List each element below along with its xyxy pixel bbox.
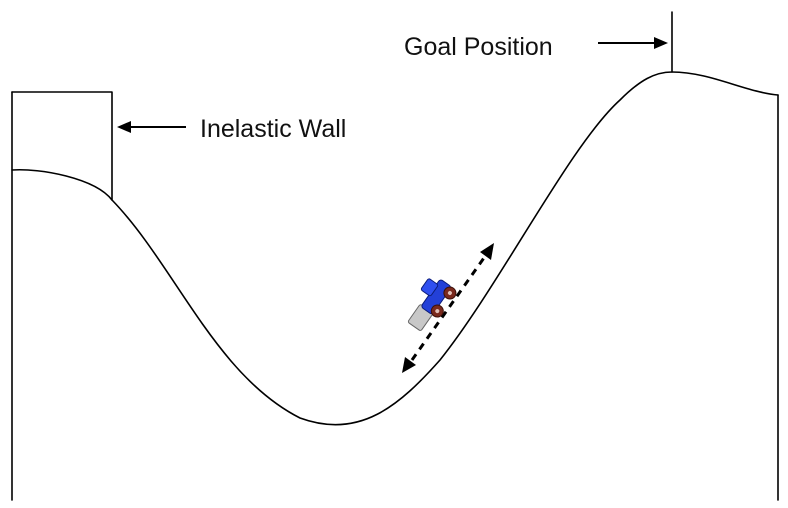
inelastic-wall-label: Inelastic Wall <box>200 115 346 143</box>
goal-position-arrowhead <box>654 37 668 49</box>
car-rear-hub <box>435 309 440 314</box>
motion-arrowhead-down <box>402 357 416 373</box>
goal-position-label: Goal Position <box>404 33 553 61</box>
inelastic-wall-arrowhead <box>117 121 131 133</box>
motion-arrowhead-up <box>480 243 494 260</box>
valley-terrain-curve <box>11 71 779 426</box>
car-front-hub <box>447 291 452 296</box>
motion-direction-line <box>410 254 488 361</box>
inelastic-wall-block <box>11 91 113 201</box>
car-icon <box>407 278 457 331</box>
car-cab <box>420 278 439 297</box>
